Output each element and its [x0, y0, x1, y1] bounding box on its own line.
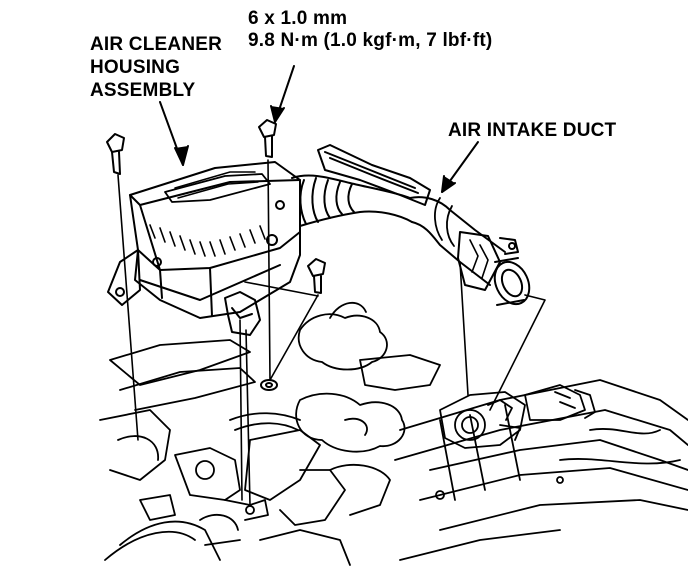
housing-callout-line1: AIR CLEANER [90, 34, 223, 55]
housing-callout: AIR CLEANER HOUSING ASSEMBLY [90, 34, 222, 103]
bolt-torque-text: 9.8 N·m (1.0 kgf·m, 7 lbf·ft) [248, 30, 493, 51]
mounting-bolts [106, 119, 326, 391]
callout-arrows [159, 65, 479, 193]
engine-background [99, 302, 688, 566]
bolt-spec-callout: 6 x 1.0 mm 9.8 N·m (1.0 kgf·m, 7 lbf·ft) [248, 8, 492, 52]
housing-callout-line2: HOUSING [90, 57, 181, 78]
duct-callout: AIR INTAKE DUCT [448, 120, 617, 141]
leader-lines [117, 159, 546, 506]
bolt-size-text: 6 x 1.0 mm [248, 8, 348, 29]
air-intake-duct [291, 144, 531, 306]
air-cleaner-housing [107, 161, 301, 336]
housing-callout-line3: ASSEMBLY [90, 80, 196, 101]
